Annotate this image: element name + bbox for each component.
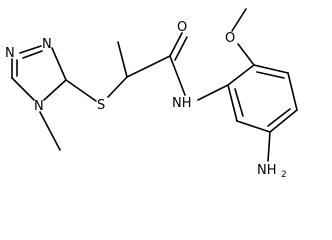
bond-ring-c3-c4 (287, 72, 298, 111)
bond-n1-n2 (19, 45, 42, 54)
bond-chiral-methyl (117, 41, 128, 78)
bonds (11, 8, 298, 162)
bond-carbonyl-o (169, 32, 183, 57)
atom-amine: NH (257, 163, 277, 178)
atom-n2: N (42, 37, 52, 52)
atom-n1: N (5, 46, 15, 61)
atom-sulfur: S (97, 98, 105, 113)
bond-ring-c2-c3 (253, 64, 289, 74)
chemical-structure: N N N S O NH O NH 2 (5, 8, 298, 180)
bond-n4-methyl (39, 111, 61, 151)
atom-amine-subscript: 2 (281, 170, 287, 180)
bond-ring-c4-c5-inner (267, 108, 291, 127)
atom-amide-nh: NH (172, 96, 192, 111)
bond-nh-ring (197, 84, 229, 101)
bond-carbonyl-o-double (174, 36, 188, 61)
bond-n1-n2-double (22, 50, 43, 59)
bond-s-chiral (107, 76, 128, 98)
atom-labels: N N N S O NH O NH 2 (5, 20, 287, 180)
bond-chiral-carbonyl (126, 55, 171, 78)
atom-oxygen-carbonyl: O (177, 20, 187, 35)
atom-n4: N (34, 99, 44, 114)
bond-ring-c6-c1 (227, 84, 238, 122)
bond-c3-n4 (43, 79, 67, 101)
bond-ring-c4-c5 (269, 109, 298, 133)
bond-n4-c5 (11, 77, 35, 101)
atom-oxygen-methoxy: O (225, 31, 235, 46)
bond-ring-c5-c6 (236, 120, 271, 133)
bond-ring-c6-c1-inner (234, 88, 244, 117)
bond-n2-c3 (51, 47, 67, 81)
bond-ring-nh2 (267, 131, 271, 162)
bond-c3-s (65, 79, 97, 102)
bond-ring-o-methoxy (237, 43, 255, 66)
bond-ring-c1-c2 (227, 64, 255, 86)
bond-ring-c2-c3-inner (256, 71, 285, 79)
bond-o-methyl (231, 8, 247, 32)
bond-carbonyl-nh (169, 55, 186, 96)
